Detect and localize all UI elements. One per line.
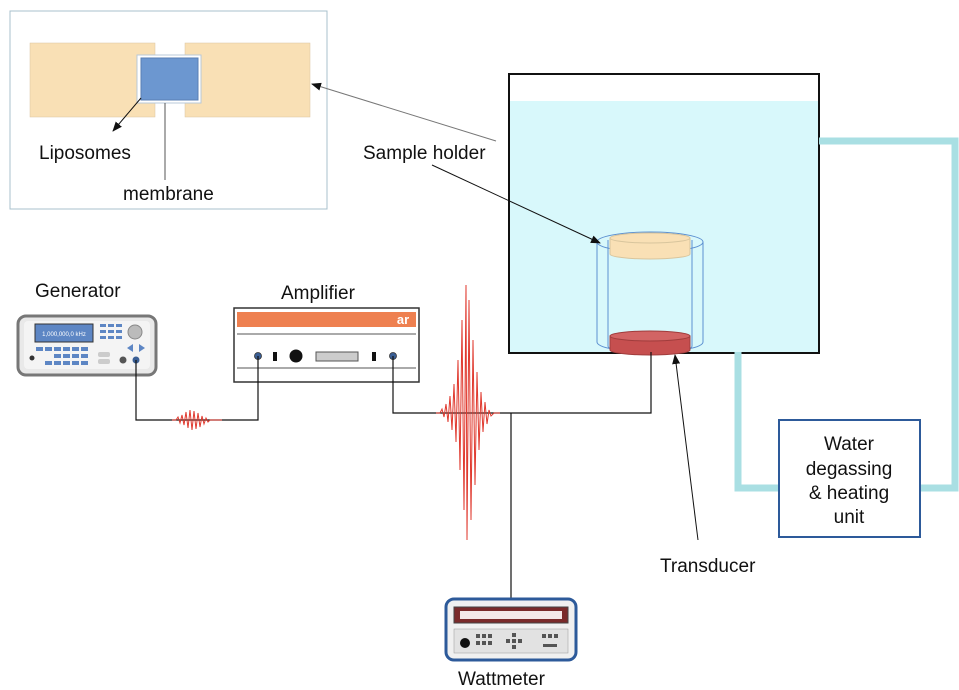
sample-holder-inset: Liposomes membrane: [9, 10, 328, 210]
liposome-chamber: [140, 57, 199, 101]
membrane-label: membrane: [123, 184, 214, 205]
holder-right-block: [184, 42, 311, 118]
signal-wires: [135, 352, 652, 598]
amplified-signal-wave: [436, 284, 500, 541]
water-tank: [508, 73, 820, 354]
generator-display-readout: 1,000,000,0 kHz: [42, 332, 86, 338]
water-degassing-unit: Water degassing & heating unit: [778, 419, 921, 538]
water-unit-line4: unit: [834, 507, 865, 528]
sample-holder-label: Sample holder: [363, 143, 486, 164]
generator-label: Generator: [35, 281, 121, 302]
amplifier-label: Amplifier: [281, 283, 356, 304]
holder-left-block: [29, 42, 156, 118]
sample-holder-arrow-inset: [311, 82, 497, 142]
water-unit-line2: degassing: [806, 459, 893, 480]
water-unit-line1: Water: [824, 434, 875, 455]
wattmeter: [444, 597, 578, 662]
sample-holder-arrow-tank: [431, 164, 601, 244]
wattmeter-label: Wattmeter: [458, 669, 546, 690]
sample-holder-puck: [609, 237, 691, 260]
transducer-label: Transducer: [660, 556, 756, 577]
sample-cylinder: [596, 231, 704, 356]
function-generator: 1,000,000,0 kHz: [16, 314, 158, 377]
amplifier: ar: [233, 307, 420, 383]
water-pipes: [734, 137, 959, 492]
transducer-arrow: [672, 354, 699, 541]
water-unit-line3: & heating: [809, 483, 889, 504]
liposomes-label: Liposomes: [39, 143, 131, 164]
input-signal-wave: [172, 409, 222, 431]
liposomes-arrow: [112, 97, 142, 132]
water-volume: [510, 101, 818, 352]
amplifier-logo: ar: [397, 312, 409, 327]
generator-display: [34, 323, 94, 343]
